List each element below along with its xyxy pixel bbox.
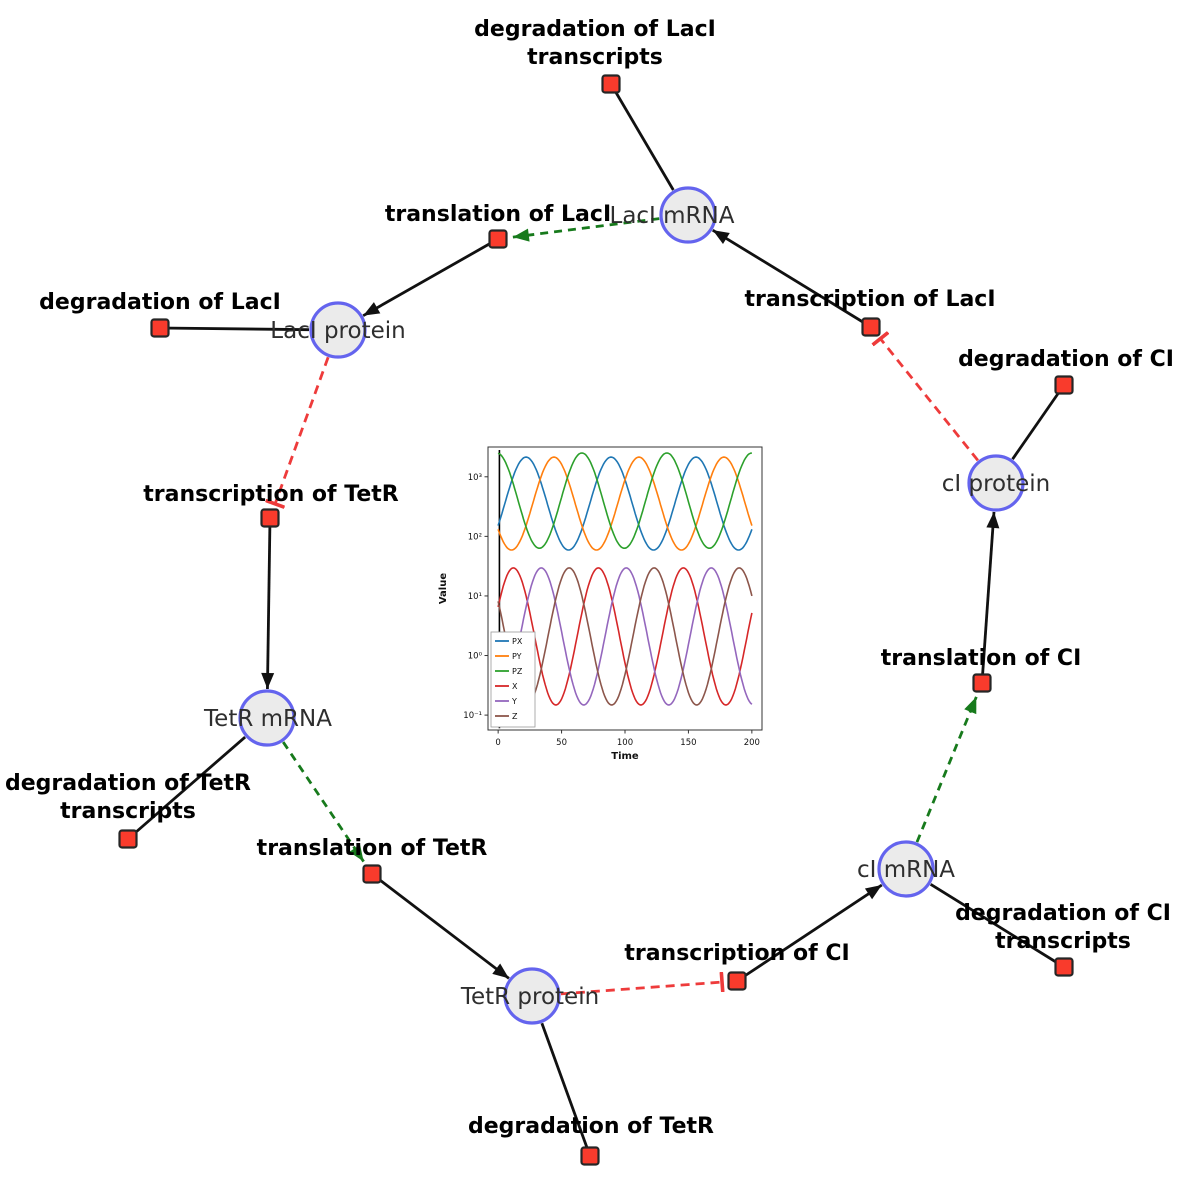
edge-consumption-tetr_protein-deg_tetr [540, 1022, 592, 1157]
species-node-tetr_mrna [238, 689, 296, 747]
species-node-laci_mrna [659, 186, 717, 244]
legend-label-Z: Z [512, 712, 518, 721]
reaction-node-transl_laci [488, 229, 508, 249]
edge-product-transl_tetr-tetr_protein [371, 872, 510, 980]
edge-inhibition-ci_protein-transc_laci [880, 339, 979, 462]
chart-series-X [497, 567, 753, 706]
edge-consumption-ci_mrna-deg_ci_tx [929, 883, 1065, 969]
reaction-node-deg_ci [1054, 375, 1074, 395]
reaction-label-transc_tetr: transcription of TetR [143, 482, 399, 507]
legend-label-PZ: PZ [512, 667, 523, 676]
reaction-node-transl_ci [972, 673, 992, 693]
y-tick-label: 10³ [468, 473, 482, 483]
legend-label-Y: Y [511, 697, 517, 706]
reaction-label-transl_ci: translation of CI [881, 646, 1082, 671]
y-tick-label: 10¹ [468, 592, 482, 602]
reaction-node-deg_laci [150, 318, 170, 338]
chart-series-PY [497, 456, 753, 551]
chart-ylabel: Value [438, 573, 449, 604]
reaction-label-transl_tetr: translation of TetR [257, 836, 488, 861]
species-label-tetr_mrna: TetR mRNA [203, 706, 332, 732]
edge-product-transl_laci-laci_protein [362, 237, 499, 317]
reaction-node-transc_laci [861, 317, 881, 337]
chart-series-Y [498, 567, 753, 706]
legend-label-X: X [512, 682, 518, 691]
species-label-tetr_protein: TetR protein [460, 984, 599, 1010]
x-tick-label: 0 [495, 738, 500, 748]
edge-activation-laci_mrna-transl_laci [512, 217, 660, 242]
edge-consumption-ci_protein-deg_ci [1011, 384, 1066, 460]
edge-product-transc_laci-laci_mrna [712, 228, 872, 329]
reaction-node-transc_ci [727, 971, 747, 991]
reaction-node-deg_tetr_tx [118, 829, 138, 849]
species-label-laci_mrna: LacI mRNA [610, 203, 735, 229]
chart-legend [490, 631, 536, 728]
edge-activation-ci_mrna-transl_ci [915, 696, 978, 843]
species-label-ci_mrna: cI mRNA [857, 857, 955, 883]
chart-series-Z [497, 567, 753, 706]
x-tick-label: 100 [617, 738, 633, 748]
reaction-label-deg_ci: degradation of CI [958, 347, 1174, 372]
x-tick-label: 50 [556, 738, 567, 748]
edge-inhibition-laci_protein-transc_tetr [275, 356, 330, 504]
edge-consumption-tetr_mrna-deg_tetr_tx [127, 735, 247, 841]
reaction-label-transc_ci: transcription of CI [624, 941, 849, 966]
y-tick-label: 10² [468, 532, 482, 542]
edge-product-transc_ci-ci_mrna [736, 883, 883, 983]
legend-label-PX: PX [512, 637, 523, 646]
species-label-ci_protein: cI protein [942, 471, 1051, 497]
edge-product-transl_ci-ci_protein [980, 511, 1000, 684]
reaction-label-deg_tetr: degradation of TetR [468, 1114, 714, 1139]
edge-consumption-laci_mrna-deg_laci_tx [609, 83, 675, 191]
reaction-node-deg_ci_tx [1054, 957, 1074, 977]
species-label-laci_protein: LacI protein [270, 318, 405, 344]
x-tick-label: 150 [680, 738, 696, 748]
chart-series-PZ [497, 452, 753, 549]
reaction-node-transc_tetr [260, 508, 280, 528]
x-tick-label: 200 [744, 738, 760, 748]
edge-inhibition-tetr_protein-transc_ci [560, 982, 722, 996]
reaction-node-deg_tetr [580, 1146, 600, 1166]
reaction-node-transl_tetr [362, 864, 382, 884]
y-tick-label: 10⁰ [468, 652, 483, 662]
edge-product-transc_tetr-tetr_mrna [261, 517, 275, 690]
chart-xlabel: Time [611, 751, 639, 762]
species-node-ci_protein [967, 454, 1025, 512]
reaction-label-transc_laci: transcription of LacI [744, 287, 995, 312]
edge-activation-tetr_mrna-transl_tetr [282, 741, 365, 863]
species-node-laci_protein [309, 301, 367, 359]
edge-consumption-laci_protein-deg_laci [159, 326, 310, 332]
edges-layer [127, 83, 1066, 1157]
legend-label-PY: PY [512, 652, 522, 661]
reaction-label-transl_laci: translation of LacI [385, 202, 611, 227]
y-tick-label: 10⁻¹ [463, 711, 482, 721]
reaction-node-deg_laci_tx [601, 74, 621, 94]
species-node-tetr_protein [503, 967, 561, 1025]
reaction-label-deg_laci: degradation of LacI [39, 290, 281, 315]
species-node-ci_mrna [877, 840, 935, 898]
